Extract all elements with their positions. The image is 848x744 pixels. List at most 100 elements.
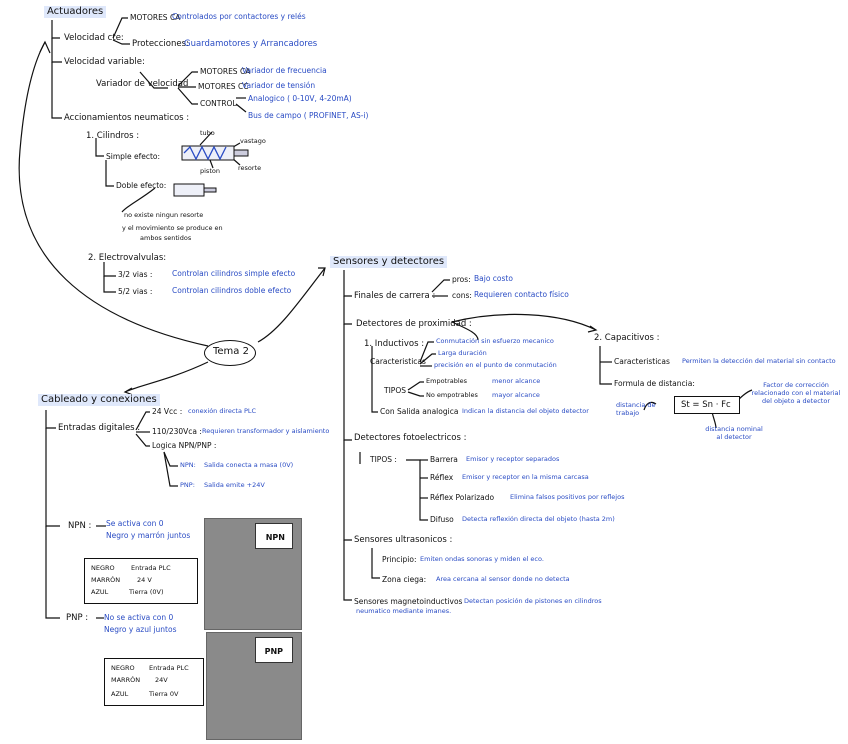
velocidad-cte-label: Velocidad cte: [64, 33, 124, 43]
difuso-desc: Detecta reflexión directa del objeto (ha… [462, 515, 615, 523]
npn-negro-val: Entrada PLC [131, 564, 171, 572]
valvula-32-desc: Controlan cilindros simple efecto [172, 269, 296, 278]
no-empotrables-desc: mayor alcance [492, 391, 540, 399]
center-node: Tema 2 [204, 340, 256, 366]
npn-marron: MARRÓN [91, 576, 121, 584]
pnp-s-label: PNP: [180, 481, 195, 489]
cons-desc: Requieren contacto físico [474, 290, 569, 299]
motores-cc-label: MOTORES CC [198, 82, 249, 91]
pnp-marron-val: 24V [155, 676, 168, 684]
principio-label: Principio: [382, 555, 417, 564]
dist-nominal-desc: distancia nominal al detector [705, 425, 763, 441]
velocidad-variable-label: Velocidad variable: [64, 57, 145, 67]
npn-azul-val: Tierra (0V) [129, 588, 164, 596]
npn-wiring-photo: NPN [204, 518, 302, 630]
dist-trabajo-desc: distancia de trabajo [616, 401, 656, 417]
larga-desc: Larga duración [438, 349, 487, 357]
bus-desc: Bus de campo ( PROFINET, AS-i) [248, 111, 369, 120]
vastago-label: vastago [240, 137, 266, 145]
valvula-52-desc: Controlan cilindros doble efecto [172, 286, 292, 295]
conm-desc: Conmutación sin esfuerzo mecanico [436, 337, 554, 345]
formula-text: St = Sn · Fc [681, 400, 731, 410]
empotrables-desc: menor alcance [492, 377, 541, 385]
salida-analogica-label: Con Salida analogica [380, 407, 459, 416]
npn-negro: NEGRO [91, 564, 115, 572]
barrera-label: Barrera [430, 455, 458, 464]
polarizado-label: Réflex Polarizado [430, 493, 495, 502]
logica-label: Logica NPN/PNP : [152, 441, 217, 450]
cap-caracteristicas-desc: Permiten la detección del material sin c… [682, 357, 836, 365]
nota-2: y el movimiento se produce en [122, 224, 223, 232]
foto-label: Detectores fotoelectricos : [354, 433, 467, 443]
pnp-photo-label: PNP [264, 647, 283, 656]
npn-s-label: NPN: [180, 461, 196, 469]
pnp-s-desc: Salida emite +24V [204, 481, 265, 489]
pros-label: pros: [452, 275, 471, 284]
pros-desc: Bajo costo [474, 274, 513, 283]
actuadores-title: Actuadores [44, 6, 107, 18]
neumaticos-label: Accionamientos neumaticos : [64, 113, 190, 123]
magneto-label: Sensores magnetoinductivos [354, 597, 463, 606]
magneto-desc-2: neumatico mediante imanes. [356, 607, 452, 615]
pnp-desc-1: No se activa con 0 [104, 613, 174, 622]
npn-label: NPN : [68, 521, 92, 531]
capacitivos-label: 2. Capacitivos : [594, 333, 660, 343]
formula-box: St = Sn · Fc [674, 396, 740, 414]
analogico-desc: Analogico ( 0-10V, 4-20mA) [248, 94, 352, 103]
tubo-label: tubo [200, 129, 215, 137]
valvula-52-label: 5/2 vias : [118, 287, 153, 296]
no-empotrables-label: No empotrables [426, 391, 478, 399]
ultrasonicos-label: Sensores ultrasonicos : [354, 535, 453, 545]
valvula-32-label: 3/2 vias : [118, 270, 153, 279]
precision-desc: precisión en el punto de conmutación [434, 361, 557, 369]
cap-caracteristicas-label: Caracteristicas [614, 357, 670, 366]
empotrables-label: Empotrables [426, 377, 468, 385]
finales-label: Finales de carrera : [354, 291, 436, 301]
motores-ca2-label: MOTORES CA [200, 67, 251, 76]
motores-ca2-desc: Variador de frecuencia [242, 66, 327, 75]
pnp-desc-2: Negro y azul juntos [104, 625, 177, 634]
pnp-wiring-photo: PNP [206, 632, 302, 740]
formula-title: Formula de distancia: [614, 379, 695, 388]
pnp-photo-card [255, 637, 293, 663]
zona-desc: Area cercana al sensor donde no detecta [436, 575, 570, 583]
tipos-label: TIPOS [384, 386, 406, 395]
difuso-label: Difuso [430, 515, 454, 524]
npn-marron-val: 24 V [137, 576, 152, 584]
reflex-desc: Emisor y receptor en la misma carcasa [462, 473, 589, 481]
doble-efecto-label: Doble efecto: [116, 181, 167, 190]
v110-desc: Requieren transformador y aislamiento [202, 427, 330, 435]
foto-tipos-label: TIPOS : [370, 455, 397, 464]
npn-photo-card [255, 523, 293, 549]
inductivos-label: 1. Inductivos : [364, 339, 425, 349]
pnp-wiring-box: NEGRO Entrada PLC MARRÓN 24V AZUL Tierra… [104, 658, 204, 706]
protecciones-label: Protecciones: [132, 39, 189, 49]
cableado-title: Cableado y conexiones [38, 394, 160, 406]
caracteristicas-label: Caracteristicas [370, 357, 426, 366]
v24-label: 24 Vcc : [152, 407, 183, 416]
npn-desc-2: Negro y marrón juntos [106, 531, 191, 540]
piston-label: piston [200, 167, 220, 175]
proximidad-label: Detectores de proximidad : [356, 319, 472, 329]
motores-ca-label: MOTORES CA [130, 13, 181, 22]
pnp-negro-val: Entrada PLC [149, 664, 189, 672]
npn-desc-1: Se activa con 0 [106, 519, 164, 528]
pnp-azul: AZUL [111, 690, 129, 698]
sensores-title: Sensores y detectores [330, 256, 448, 268]
pnp-negro: NEGRO [111, 664, 135, 672]
salida-analogica-desc: Indican la distancia del objeto detector [462, 407, 589, 415]
v110-label: 110/230Vca : [152, 427, 202, 436]
zona-label: Zona ciega: [382, 575, 427, 584]
pnp-label: PNP : [66, 613, 89, 623]
simple-efecto-label: Simple efecto: [106, 152, 161, 161]
npn-s-desc: Salida conecta a masa (0V) [204, 461, 294, 469]
pnp-azul-val: Tierra 0V [149, 690, 179, 698]
npn-azul: AZUL [91, 588, 109, 596]
barrera-desc: Emisor y receptor separados [466, 455, 560, 463]
magneto-desc: Detectan posición de pistones en cilindr… [464, 597, 602, 605]
reflex-label: Réflex [430, 473, 454, 482]
electrovalvulas-label: 2. Electrovalvulas: [88, 253, 167, 263]
npn-wiring-box: NEGRO Entrada PLC MARRÓN 24 V AZUL Tierr… [84, 558, 198, 604]
